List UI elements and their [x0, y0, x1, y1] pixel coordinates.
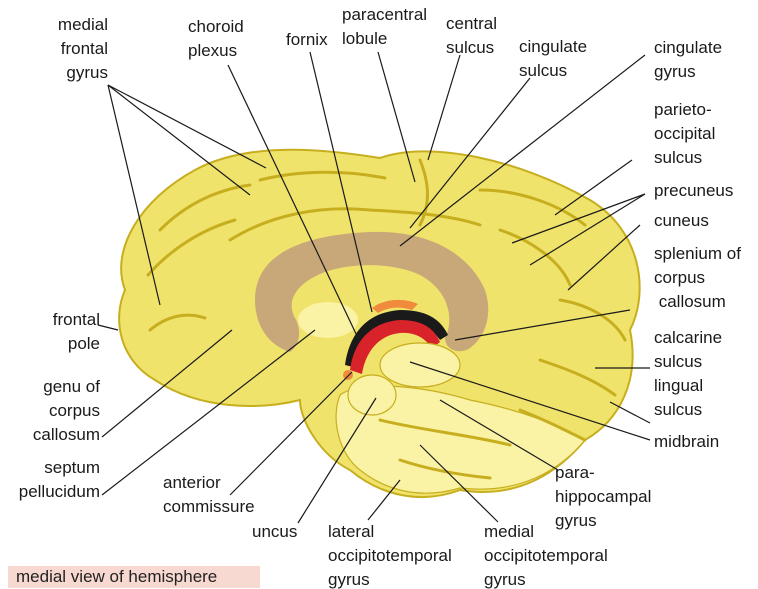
label-line: frontal	[61, 39, 108, 58]
label-line: commissure	[163, 497, 255, 516]
label-line: sulcus	[654, 352, 702, 371]
label-line: gyrus	[66, 63, 108, 82]
label-anterior-commissure: anterior commissure	[163, 473, 255, 516]
label-line: septum	[44, 458, 100, 477]
label-line: genu of	[43, 377, 100, 396]
label-line: para-	[555, 463, 595, 482]
label-line: splenium of	[654, 244, 741, 263]
label-line: occipital	[654, 124, 715, 143]
label-cingulate-gyrus: cingulate gyrus	[654, 38, 722, 81]
label-genu: genu of corpus callosum	[33, 377, 100, 444]
label-fornix: fornix	[286, 30, 328, 49]
label-line: sulcus	[654, 148, 702, 167]
label-lingual-sulcus: lingual sulcus	[654, 376, 703, 419]
label-line: medial	[58, 15, 108, 34]
label-line: sulcus	[446, 38, 494, 57]
label-calcarine-sulcus: calcarine sulcus	[654, 328, 722, 371]
label-splenium: splenium of corpus callosum	[654, 244, 741, 311]
label-line: sulcus	[519, 61, 567, 80]
label-line: gyrus	[555, 511, 597, 530]
label-medial-occipitotemporal-gyrus: medial occipitotemporal gyrus	[484, 522, 608, 589]
label-lateral-occipitotemporal-gyrus: lateral occipitotemporal gyrus	[328, 522, 452, 589]
label-line: lobule	[342, 29, 387, 48]
label-line: hippocampal	[555, 487, 651, 506]
label-line: sulcus	[654, 400, 702, 419]
uncus	[348, 375, 396, 415]
label-line: lingual	[654, 376, 703, 395]
label-uncus: uncus	[252, 522, 297, 541]
label-precuneus: precuneus	[654, 181, 733, 200]
label-line: paracentral	[342, 5, 427, 24]
label-line: pellucidum	[19, 482, 100, 501]
label-line: central	[446, 14, 497, 33]
label-line: gyrus	[484, 570, 526, 589]
label-line: occipitotemporal	[484, 546, 608, 565]
label-line: cuneus	[654, 211, 709, 230]
label-septum-pellucidum: septum pellucidum	[19, 458, 100, 501]
label-paracentral-lobule: paracentral lobule	[342, 5, 427, 48]
label-line: plexus	[188, 41, 237, 60]
label-line: medial	[484, 522, 534, 541]
label-frontal-pole: frontal pole	[53, 310, 100, 353]
label-line: cingulate	[519, 37, 587, 56]
label-line: uncus	[252, 522, 297, 541]
label-line: callosum	[654, 292, 726, 311]
label-cingulate-sulcus: cingulate sulcus	[519, 37, 587, 80]
label-line: gyrus	[328, 570, 370, 589]
label-line: choroid	[188, 17, 244, 36]
label-line: corpus	[654, 268, 705, 287]
label-cuneus: cuneus	[654, 211, 709, 230]
label-line: corpus	[49, 401, 100, 420]
label-line: callosum	[33, 425, 100, 444]
label-line: lateral	[328, 522, 374, 541]
label-line: cingulate	[654, 38, 722, 57]
label-line: midbrain	[654, 432, 719, 451]
label-parahippocampal-gyrus: para-hippocampal gyrus	[555, 463, 651, 530]
label-line: precuneus	[654, 181, 733, 200]
label-central-sulcus: central sulcus	[446, 14, 497, 57]
label-parieto-occipital-sulcus: parieto-occipital sulcus	[654, 100, 715, 167]
anterior-commissure	[343, 370, 353, 380]
label-line: frontal	[53, 310, 100, 329]
label-line: pole	[68, 334, 100, 353]
label-midbrain: midbrain	[654, 432, 719, 451]
label-line: anterior	[163, 473, 221, 492]
label-line: fornix	[286, 30, 328, 49]
label-choroid-plexus: choroid plexus	[188, 17, 244, 60]
label-line: gyrus	[654, 62, 696, 81]
label-line: calcarine	[654, 328, 722, 347]
label-line: parieto-	[654, 100, 712, 119]
label-line: occipitotemporal	[328, 546, 452, 565]
label-medial-frontal-gyrus: medial frontal gyrus	[58, 15, 108, 82]
